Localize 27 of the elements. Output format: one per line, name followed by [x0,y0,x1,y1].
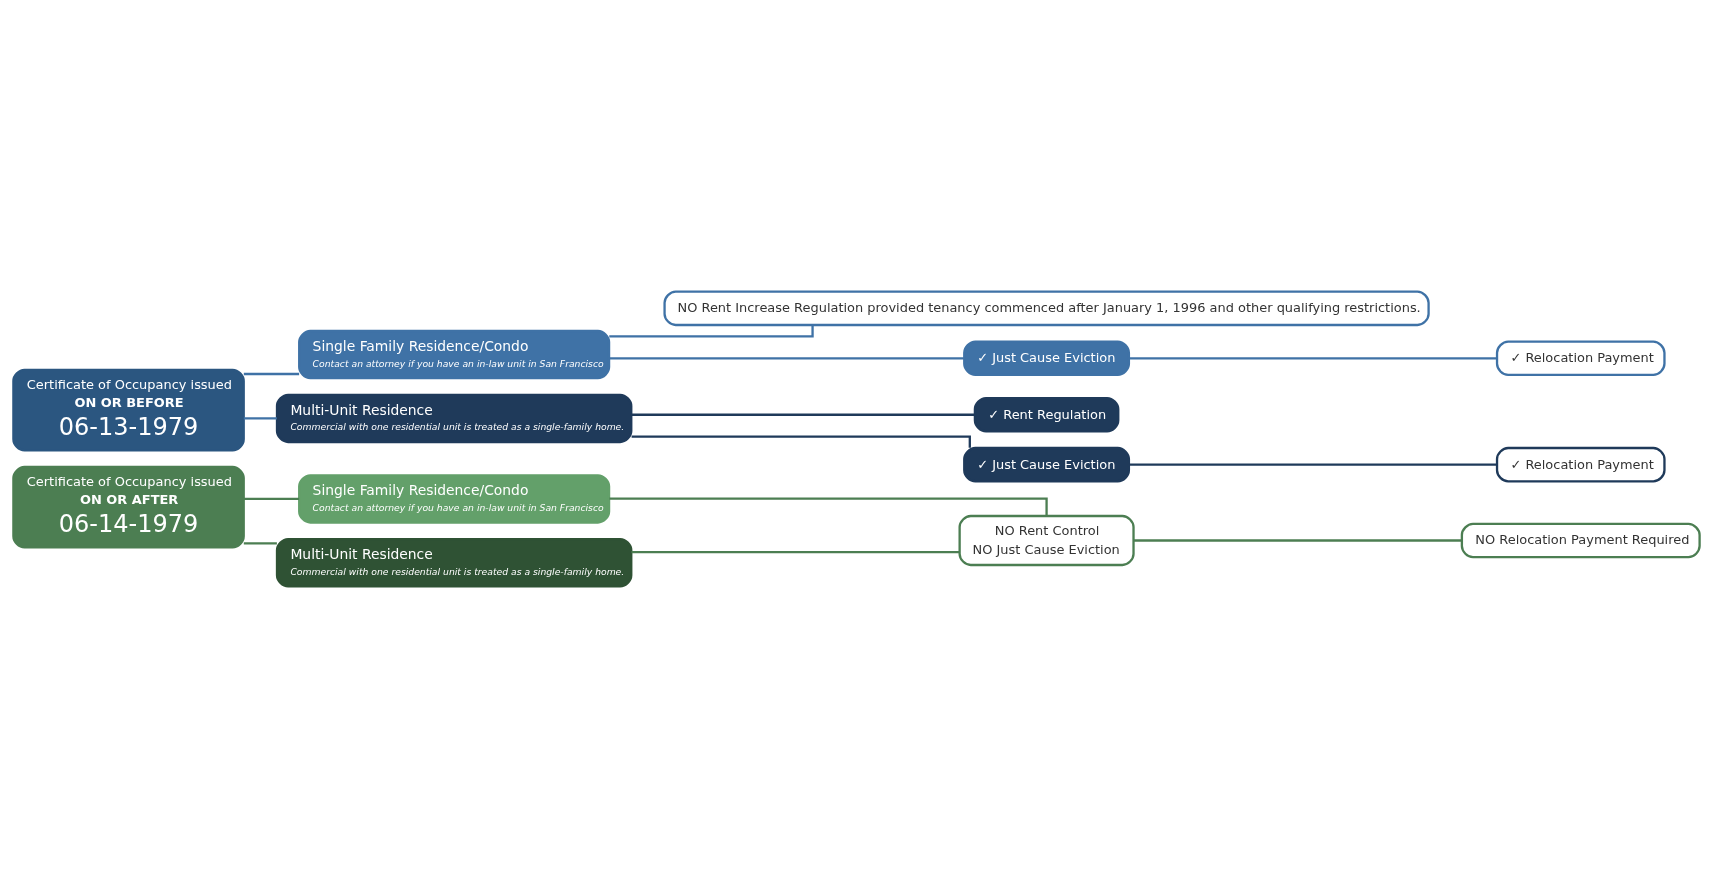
connector [609,356,964,359]
node-box: Single Family Residence/Condo Contact an attorney if you have an in-law unit in San Francisco [298,473,611,524]
node-box: Single Family Residence/Condo Contact an attorney if you have an in-law unit in San Francisco [298,329,611,379]
connector [243,372,300,375]
node-box: Certificate of Occupancy issued ON OR BEFORE 06-13-1979 [12,368,245,451]
node-box: ✓ Rent Regulation [973,396,1120,433]
node-box: NO Rent Increase Regulation provided tenancy commenced after January 1, 1996 and other qualifying restrictions. [663,290,1430,326]
connector [609,324,814,337]
node-box: ✓ Just Cause Eviction [963,340,1131,376]
connector [1133,538,1462,542]
connector [631,435,971,448]
connector [243,497,300,500]
connector [1129,463,1497,466]
connector [609,497,1048,516]
connector [243,416,277,420]
node-box: Multi-Unit Residence Commercial with one residential unit is treated as a single-family home. [275,393,633,443]
node-box: Certificate of Occupancy issued ON OR AFTER 06-14-1979 [12,465,245,549]
node-box: ✓ Just Cause Eviction [963,446,1131,482]
connector [631,550,960,553]
node-box: NO Relocation Payment Required [1460,522,1701,558]
node-box: ✓ Relocation Payment [1495,340,1666,376]
connector [243,541,277,544]
connector [631,413,975,416]
node-box: ✓ Relocation Payment [1495,446,1666,482]
connector [1129,356,1497,359]
node-box: Multi-Unit Residence Commercial with one residential unit is treated as a single-family home. [275,537,633,587]
node-box: NO Rent Control NO Just Cause Eviction [958,514,1135,566]
